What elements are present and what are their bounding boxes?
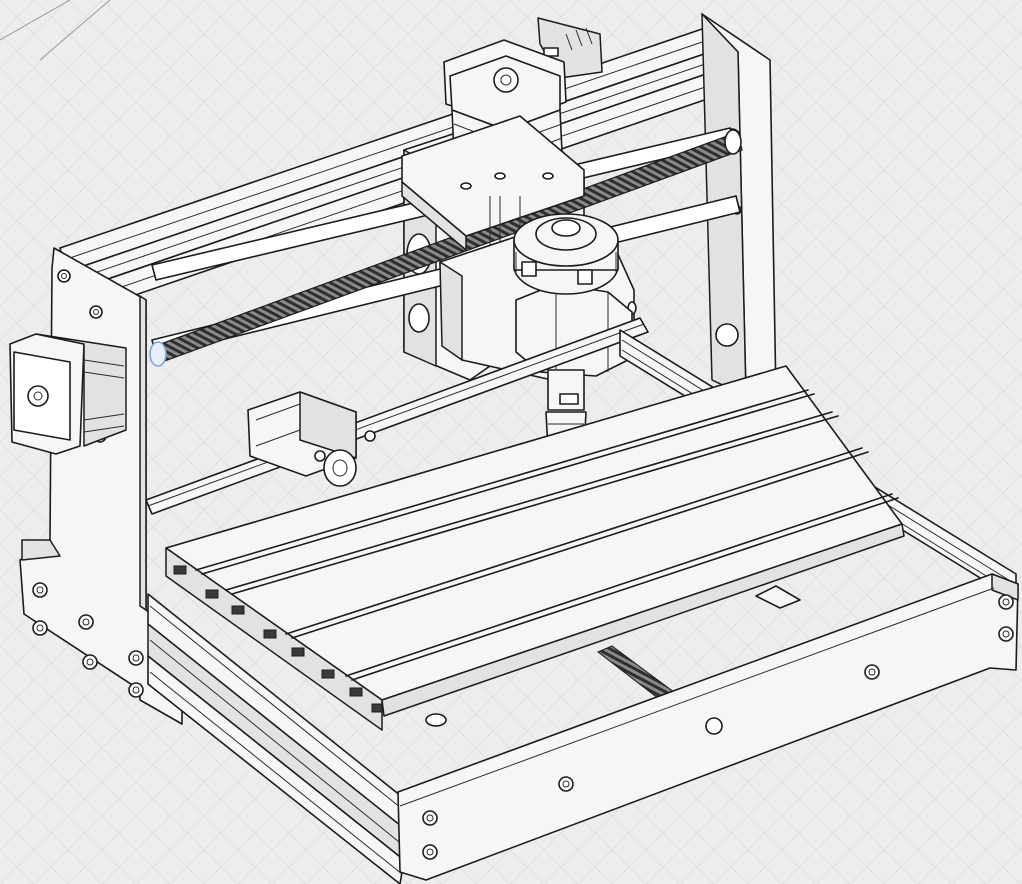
base-left-rail: [147, 593, 407, 884]
base-rear-rail: [145, 317, 649, 515]
z-axis-top-block: [401, 115, 585, 262]
lead-screw-coupler: [149, 341, 167, 367]
t-slot-end-profiles: [173, 565, 383, 713]
y-axis-stepper-motor: [247, 391, 376, 487]
base-front-rail: [397, 573, 1019, 881]
corner-guide-lines: [0, 0, 111, 61]
x-axis-stepper-motor: [9, 333, 127, 455]
t-slot-grooves: [195, 389, 899, 681]
front-rail-knob: [705, 717, 723, 735]
t-slot-work-table: [165, 365, 905, 731]
front-rail-screws: [422, 594, 1014, 860]
